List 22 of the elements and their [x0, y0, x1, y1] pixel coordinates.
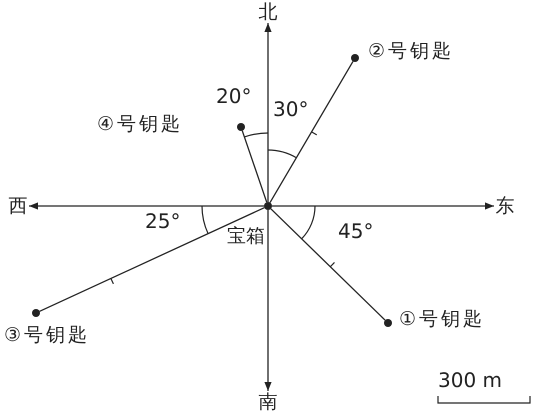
direction-axis-arrow	[272, 202, 494, 210]
angle-label: 30°	[273, 99, 308, 119]
direction-label: 东	[494, 195, 516, 217]
direction-label: 北	[258, 1, 278, 23]
scale-label: 300 m	[438, 370, 502, 390]
direction-axis-arrow	[264, 23, 272, 202]
connecting-line	[269, 61, 354, 203]
direction-label: 西	[7, 195, 29, 217]
angle-label: 20°	[216, 86, 252, 106]
direction-axis-arrow	[29, 202, 264, 210]
direction-label: 南	[258, 391, 278, 413]
point-label: 宝箱	[227, 227, 265, 246]
point-label: ②号钥匙	[368, 42, 454, 61]
connecting-line	[242, 130, 268, 202]
point-label: ④号钥匙	[97, 115, 184, 134]
direction-axis-arrow	[264, 210, 272, 391]
connecting-line	[270, 208, 386, 321]
point-label: ③号钥匙	[4, 326, 90, 345]
point-label: ①号钥匙	[399, 310, 486, 329]
angle-label: 45°	[338, 221, 374, 241]
angle-label: 25°	[145, 211, 180, 231]
connecting-line	[39, 207, 265, 312]
